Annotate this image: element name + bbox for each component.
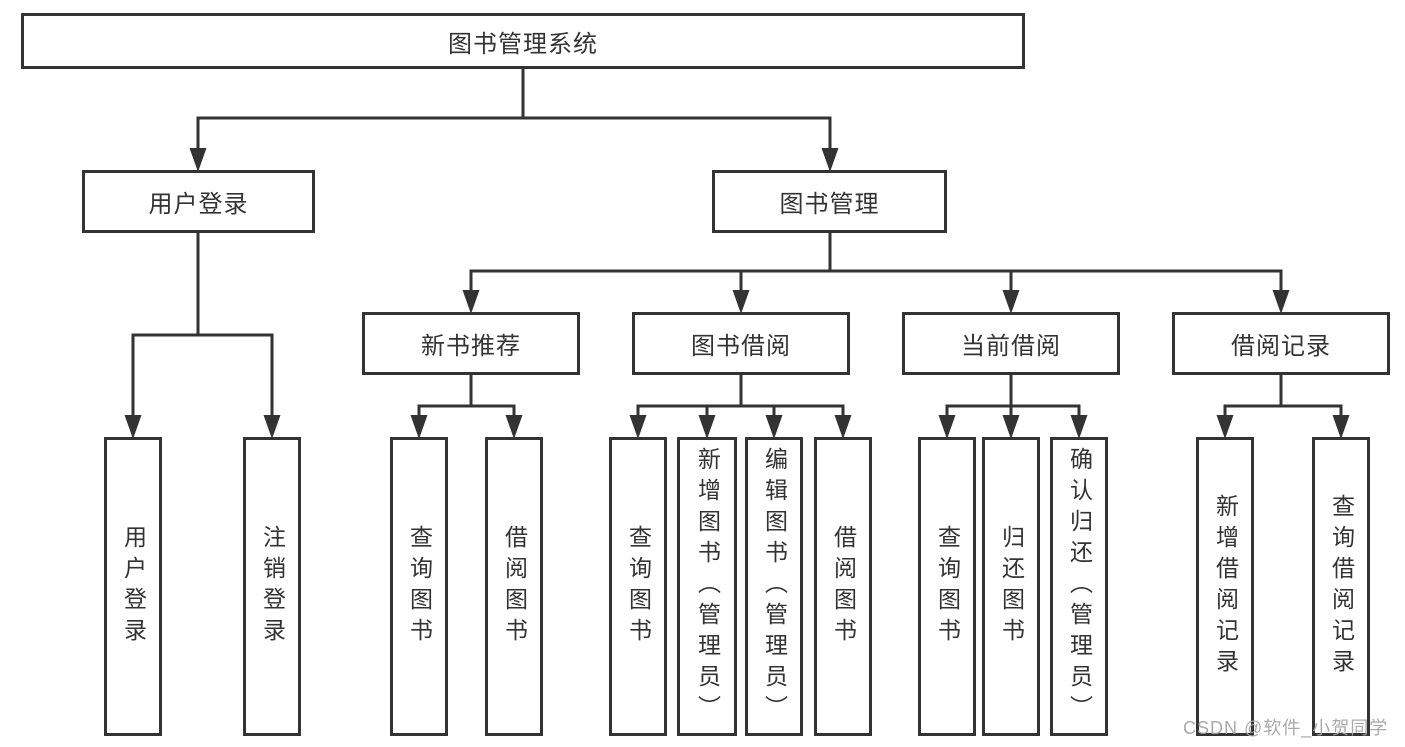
node-label: 查询借阅记录 (1328, 493, 1355, 680)
node-label: 查询图书 (625, 524, 652, 649)
leaf-borrow-books-recommend: 借阅图书 (485, 437, 543, 736)
node-library-management-system: 图书管理系统 (21, 13, 1025, 69)
node-label: 确认归还（管理员） (1066, 447, 1093, 726)
node-book-borrowing: 图书借阅 (632, 312, 850, 375)
leaf-edit-books-admin: 编辑图书（管理员） (745, 437, 803, 736)
node-label: 新增借阅记录 (1212, 493, 1239, 680)
node-label: 借阅记录 (1231, 333, 1331, 360)
node-label: 用户登录 (148, 191, 249, 218)
node-borrowing-records: 借阅记录 (1172, 312, 1390, 375)
watermark: CSDN @软件_小贺同学 (1183, 718, 1389, 738)
leaf-query-books-borrow: 查询图书 (609, 437, 667, 736)
leaf-add-borrow-record: 新增借阅记录 (1196, 437, 1254, 736)
node-label: 注销登录 (259, 524, 286, 649)
leaf-logout: 注销登录 (243, 437, 301, 736)
node-book-management: 图书管理 (712, 170, 947, 233)
node-label: 编辑图书（管理员） (761, 447, 788, 726)
node-label: 查询图书 (934, 524, 961, 649)
node-label: 借阅图书 (830, 524, 857, 649)
node-label: 用户登录 (120, 524, 147, 649)
leaf-user-login: 用户登录 (104, 437, 162, 736)
node-label: 归还图书 (998, 524, 1025, 649)
node-label: 新书推荐 (421, 333, 521, 360)
leaf-confirm-return-admin: 确认归还（管理员） (1050, 437, 1108, 736)
node-label: 借阅图书 (501, 524, 528, 649)
node-label: 图书管理 (779, 191, 880, 218)
node-label: 图书管理系统 (448, 30, 598, 58)
node-label: 当前借阅 (961, 333, 1061, 360)
leaf-add-books-admin: 新增图书（管理员） (677, 437, 737, 736)
leaf-return-books: 归还图书 (982, 437, 1040, 736)
node-label: 查询图书 (406, 524, 433, 649)
node-current-borrowing: 当前借阅 (902, 312, 1120, 375)
node-new-book-recommendation: 新书推荐 (362, 312, 580, 375)
node-label: 图书借阅 (691, 333, 791, 360)
node-label: 新增图书（管理员） (694, 447, 721, 726)
leaf-query-books-recommend: 查询图书 (390, 437, 448, 736)
leaf-borrow-books: 借阅图书 (814, 437, 872, 736)
leaf-query-borrow-record: 查询借阅记录 (1312, 437, 1370, 736)
node-user-login: 用户登录 (82, 170, 315, 233)
leaf-query-books-current: 查询图书 (918, 437, 976, 736)
